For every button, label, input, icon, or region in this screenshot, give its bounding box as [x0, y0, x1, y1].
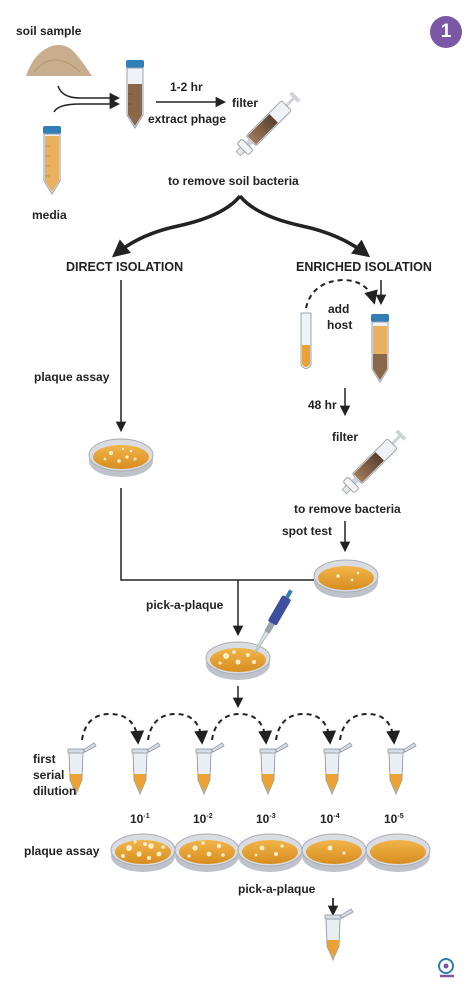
- microcentrifuge-tube-icon: [195, 742, 225, 795]
- media-tube-icon: [42, 125, 62, 195]
- dilution-label: 10-5: [384, 812, 404, 826]
- soil-pile-icon: [26, 45, 92, 76]
- dilution-label: 10-3: [256, 812, 276, 826]
- filter-label: filter: [232, 96, 259, 110]
- conical-tube-icon: [125, 59, 145, 129]
- conical-tube-icon: [370, 313, 390, 383]
- culture-tube-icon: [300, 312, 312, 369]
- dilution-label: 10-2: [193, 812, 213, 826]
- pick-a-plaque-label: pick-a-plaque: [238, 882, 316, 896]
- remove-soil-bacteria-label: to remove soil bacteria: [168, 174, 299, 188]
- petri-dish-icon: [313, 559, 379, 599]
- petri-dish-icon: [365, 833, 431, 873]
- duration-label: 1-2 hr: [170, 80, 203, 94]
- soil-sample-label: soil sample: [16, 24, 82, 38]
- media-label: media: [32, 208, 67, 222]
- step-number-badge: 1: [430, 16, 462, 48]
- petri-dish-icon: [301, 833, 367, 873]
- incubation-duration-label: 48 hr: [308, 398, 337, 412]
- first-serial-dilution-line2: serial: [33, 768, 65, 782]
- remove-bacteria-label: to remove bacteria: [294, 502, 401, 516]
- petri-dish-icon: [205, 641, 271, 681]
- direct-isolation-heading: DIRECT ISOLATION: [66, 260, 184, 274]
- first-serial-dilution-line1: first: [33, 752, 56, 766]
- pipette-icon: [254, 589, 293, 654]
- dilution-label: 10-1: [130, 812, 150, 826]
- spot-test-label: spot test: [282, 524, 333, 538]
- microcentrifuge-tube-icon: [259, 742, 289, 795]
- petri-dish-icon: [88, 438, 154, 478]
- petri-dish-icon: [174, 833, 240, 873]
- extract-phage-label: extract phage: [148, 112, 227, 126]
- plaque-assay-label: plaque assay: [24, 844, 100, 858]
- microcentrifuge-tube-icon: [131, 742, 161, 795]
- dilution-label: 10-4: [320, 812, 340, 826]
- microcentrifuge-tube-icon: [324, 908, 354, 961]
- petri-dish-icon: [237, 833, 303, 873]
- dilution-transfer-arrows: [81, 712, 401, 745]
- enriched-isolation-heading: ENRICHED ISOLATION: [296, 260, 432, 274]
- filter-label: filter: [332, 430, 359, 444]
- pick-a-plaque-label: pick-a-plaque: [146, 598, 224, 612]
- microcentrifuge-tube-icon: [387, 742, 417, 795]
- first-serial-dilution-line3: dilution: [33, 784, 77, 798]
- logo-icon: [438, 958, 454, 978]
- microcentrifuge-tube-icon: [323, 742, 353, 795]
- add-host-label-line2: host: [327, 318, 353, 332]
- plaque-assay-label: plaque assay: [34, 370, 110, 384]
- add-host-label-line1: add: [328, 302, 350, 316]
- petri-dish-icon: [110, 833, 176, 873]
